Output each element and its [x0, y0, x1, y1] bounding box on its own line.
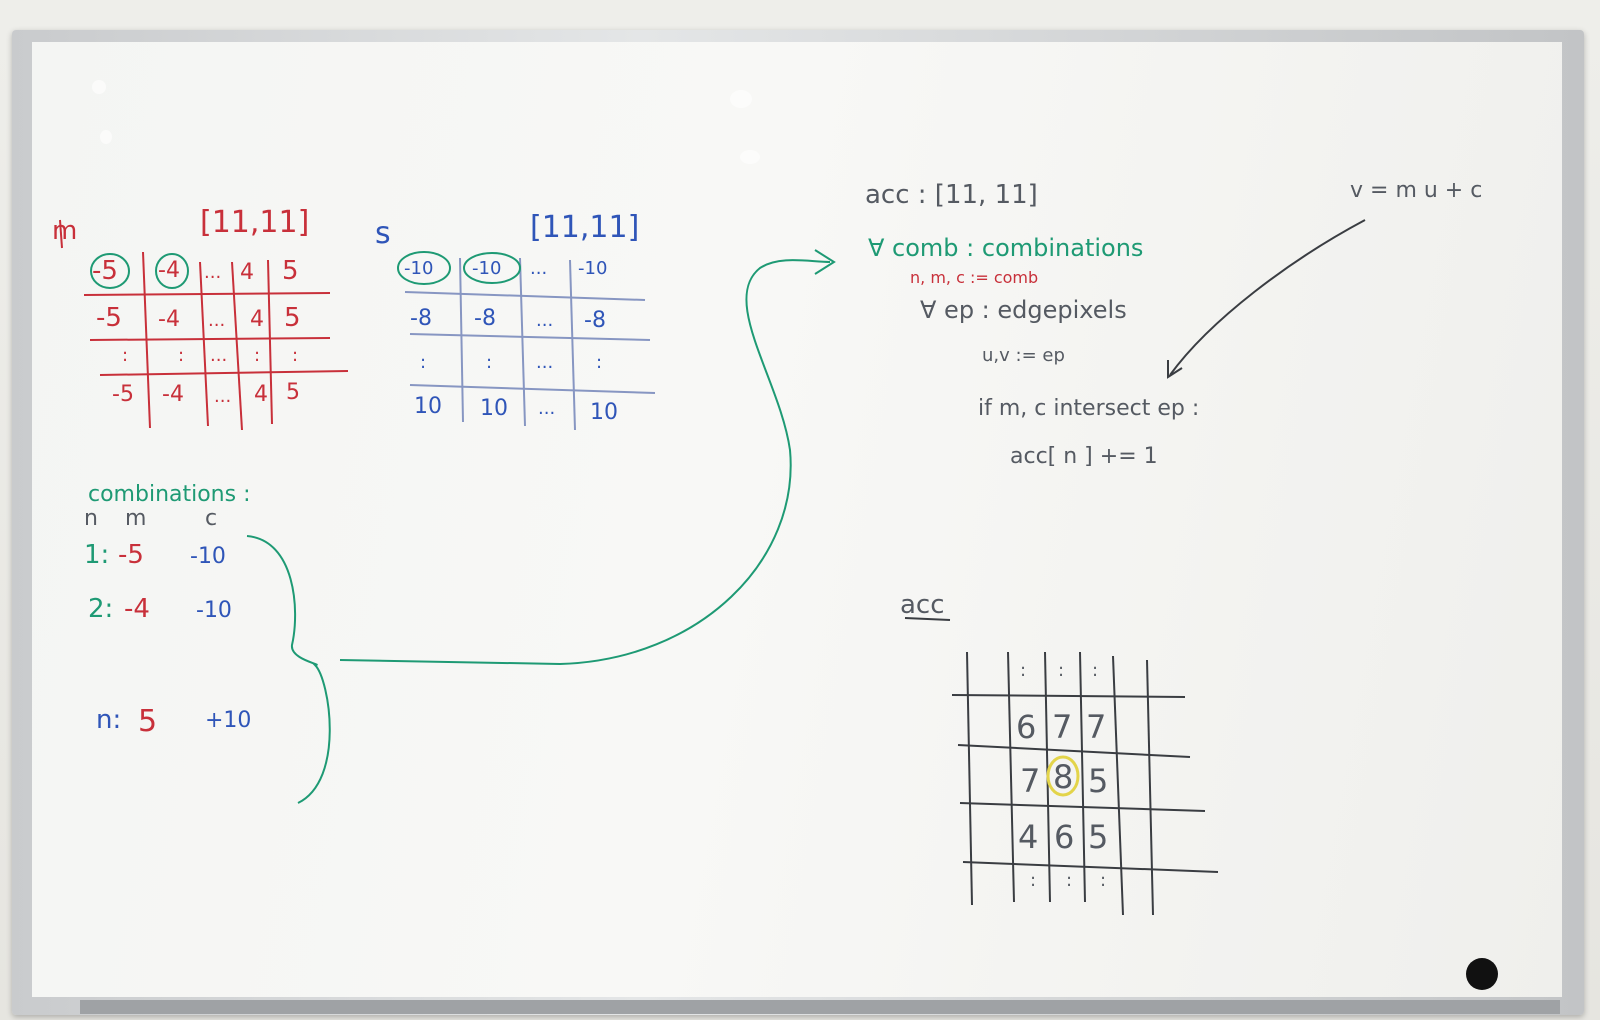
table-cell: : [486, 352, 493, 373]
light-reflection [92, 80, 106, 94]
table-cell: ... [210, 345, 228, 366]
table-cell: : [254, 345, 261, 366]
acc-cell: : [1030, 870, 1037, 891]
table-cell: -5 [92, 256, 118, 286]
comb-row-n: n: [96, 705, 122, 735]
table-cell: ... [536, 310, 554, 331]
table-cell: 10 [480, 396, 508, 421]
table-cell: ... [536, 352, 554, 373]
light-reflection [730, 90, 752, 108]
acc-cell: 7 [1020, 762, 1041, 800]
table-cell: 10 [590, 400, 618, 425]
acc-cell: 7 [1086, 708, 1107, 746]
acc-cell: 7 [1052, 708, 1073, 746]
table-cell: ... [538, 398, 556, 419]
acc-cell: 5 [1088, 818, 1109, 856]
comb-row-m: -5 [118, 540, 144, 570]
acc-grid-title: acc [900, 590, 945, 620]
acc-cell: : [1092, 660, 1099, 681]
light-reflection [740, 150, 760, 164]
table-cell: -4 [162, 382, 184, 407]
whiteboard-surface [32, 42, 1562, 997]
light-reflection [100, 130, 112, 144]
comb-row-c: +10 [205, 708, 252, 733]
comb-row-n: 2: [88, 594, 114, 624]
line-equation: v = m u + c [1350, 178, 1483, 203]
table-cell: : [420, 352, 427, 373]
table-cell: : [178, 345, 185, 366]
table-cell: -8 [410, 306, 432, 331]
combinations-title: combinations : [88, 482, 251, 507]
s-size-label: [11,11] [530, 210, 640, 245]
table-cell: : [122, 345, 129, 366]
table-cell: 5 [282, 256, 299, 286]
table-cell: ... [208, 310, 226, 331]
code-line-4: u,v := ep [982, 345, 1065, 366]
magnet-dot [1466, 958, 1498, 990]
code-line-5: if m, c intersect ep : [978, 396, 1200, 421]
table-cell: -10 [578, 258, 608, 279]
comb-row-c: -10 [190, 544, 226, 569]
table-cell: 5 [286, 380, 300, 405]
table-cell: 4 [250, 307, 264, 332]
acc-declaration: acc : [11, 11] [865, 180, 1038, 210]
code-line-2: n, m, c := comb [910, 268, 1039, 287]
table-cell: -10 [472, 258, 502, 279]
table-cell: -8 [474, 306, 496, 331]
comb-header-c: c [205, 506, 218, 531]
table-cell: -5 [96, 303, 122, 333]
m-label: m [52, 216, 78, 246]
comb-header-n: n [84, 506, 98, 531]
table-cell: ... [530, 258, 548, 279]
acc-cell: : [1100, 870, 1107, 891]
m-size-label: [11,11] [200, 205, 310, 240]
table-cell: 5 [284, 303, 301, 333]
comb-row-m: -4 [124, 594, 150, 624]
table-cell: -10 [404, 258, 434, 279]
code-line-1: ∀ comb : combinations [868, 234, 1144, 262]
acc-cell: : [1066, 870, 1073, 891]
acc-cell: 4 [1018, 818, 1039, 856]
code-line-3: ∀ ep : edgepixels [920, 296, 1127, 324]
table-cell: -4 [158, 307, 180, 332]
table-cell: -8 [584, 308, 606, 333]
s-label: s [375, 216, 391, 251]
table-cell: ... [204, 262, 222, 283]
table-cell: : [292, 345, 299, 366]
table-cell: 4 [254, 382, 268, 407]
comb-row-m: 5 [138, 704, 158, 739]
table-cell: 10 [414, 394, 442, 419]
code-line-6: acc[ n ] += 1 [1010, 444, 1158, 469]
acc-cell: 6 [1054, 818, 1075, 856]
table-cell: -5 [112, 382, 134, 407]
acc-cell: 5 [1088, 762, 1109, 800]
acc-cell: : [1058, 660, 1065, 681]
comb-header-m: m [125, 506, 147, 531]
table-cell: 4 [240, 260, 254, 285]
acc-cell: : [1020, 660, 1027, 681]
table-cell: -4 [158, 258, 180, 283]
acc-cell: 6 [1016, 708, 1037, 746]
acc-cell-max: 8 [1053, 758, 1074, 796]
comb-row-n: 1: [84, 540, 110, 570]
table-cell: ... [214, 386, 232, 407]
marker-tray [80, 1000, 1560, 1014]
comb-row-c: -10 [196, 598, 232, 623]
table-cell: : [596, 352, 603, 373]
